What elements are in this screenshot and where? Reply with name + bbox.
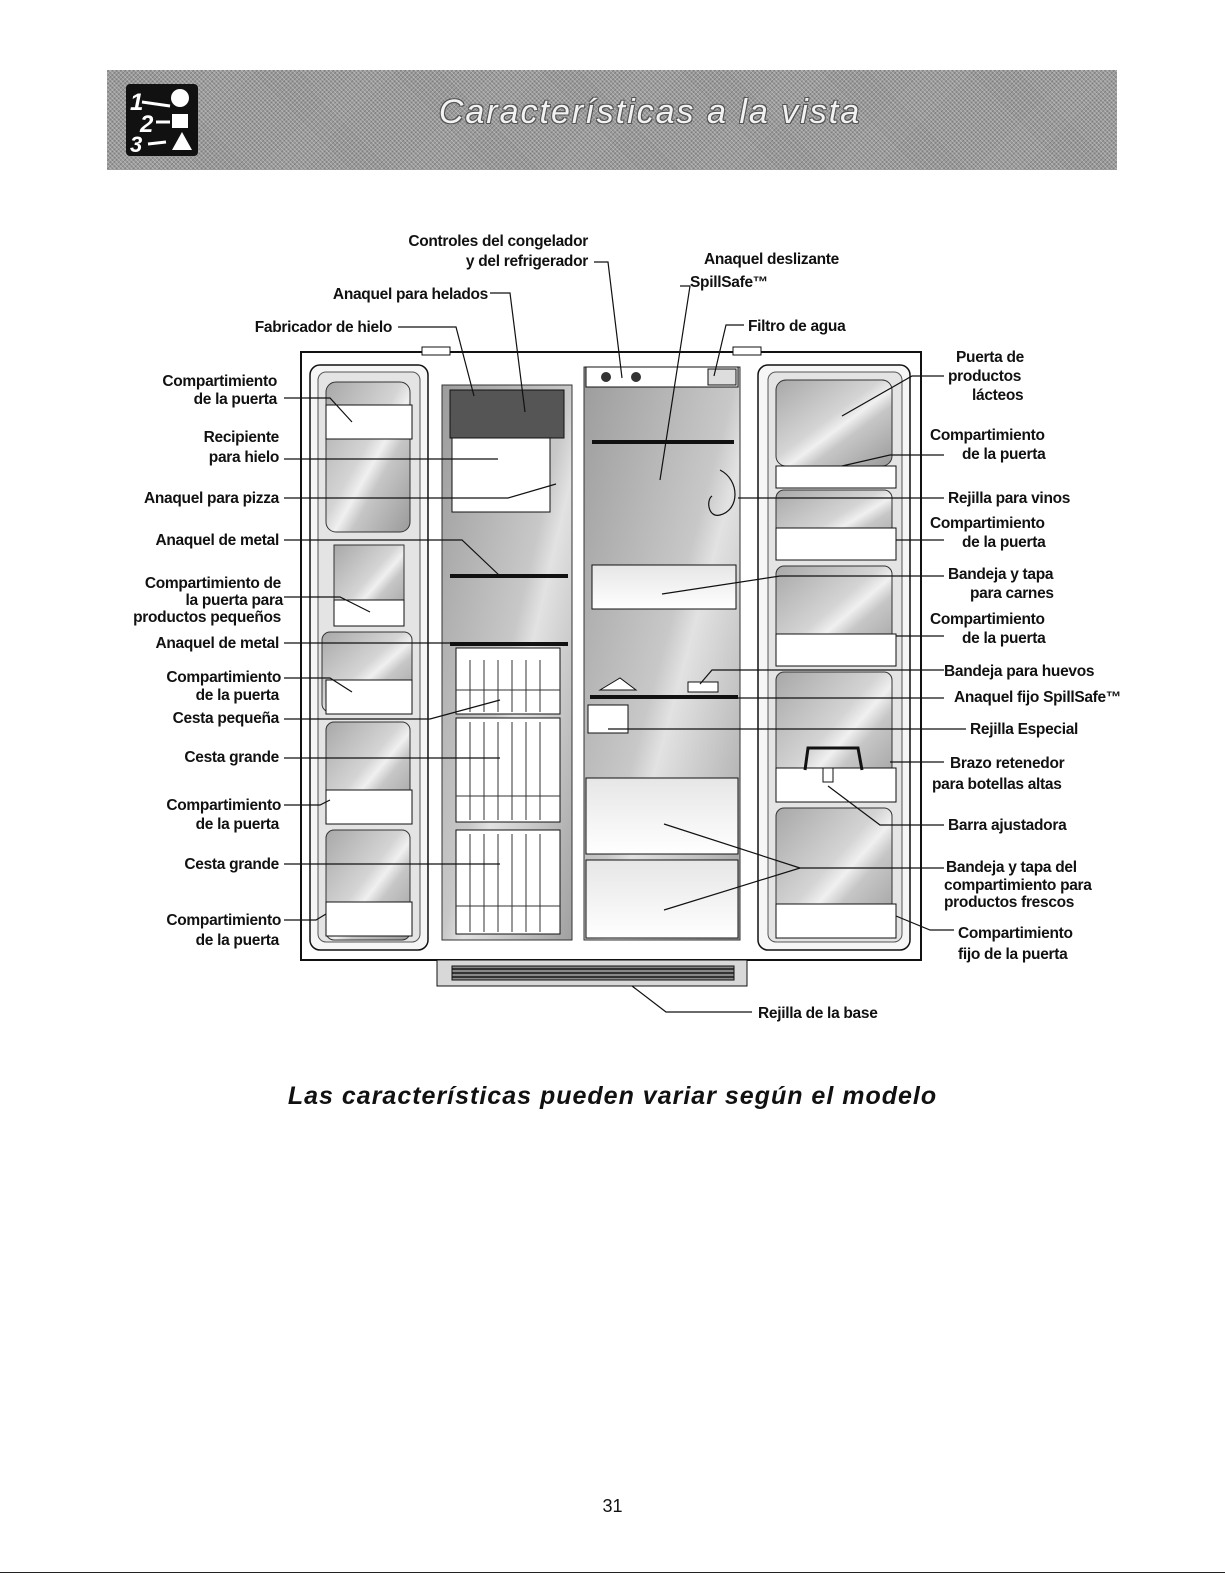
label-large-basket-1: Cesta grande: [184, 749, 279, 766]
label-freezer-controls-2: y del refrigerador: [466, 253, 588, 270]
label-crisper-3: productos frescos: [944, 894, 1074, 911]
label-ice-cream-shelf: Anaquel para helados: [333, 286, 488, 303]
refrigerator-features-diagram: Controles del congelador y del refrigera…: [133, 233, 1121, 1022]
label-small-basket: Cesta pequeña: [173, 710, 280, 727]
label-door-bin-4a: Compartimiento: [166, 912, 281, 929]
label-dairy-door-1: Puerta de: [956, 349, 1025, 366]
label-meat-tray-1: Bandeja y tapa: [948, 566, 1054, 583]
label-door-bin-2b: de la puerta: [196, 687, 280, 704]
label-fixed-shelf: Anaquel fijo SpillSafe™: [954, 689, 1121, 706]
label-meat-tray-2: para carnes: [970, 585, 1054, 602]
numbered-steps-logo-icon: 1 2 3: [126, 84, 198, 157]
label-sliding-shelf-1: Anaquel deslizante: [704, 251, 840, 268]
label-r-door-bin-3b: de la puerta: [962, 630, 1046, 647]
leader-lines: [284, 261, 966, 1013]
label-metal-shelf-2: Anaquel de metal: [155, 635, 279, 652]
page-number: 31: [602, 1496, 623, 1516]
label-water-filter: Filtro de agua: [748, 318, 846, 335]
label-r-door-bin-1b: de la puerta: [962, 446, 1046, 463]
label-dairy-door-3: lácteos: [972, 387, 1023, 404]
label-tall-bottle-arm-2: para botellas altas: [932, 776, 1062, 793]
label-door-bin-3a: Compartimiento: [166, 797, 281, 814]
label-fixed-door-bin-1: Compartimiento: [958, 925, 1073, 942]
models-may-vary-caption: Las características pueden variar según …: [287, 1082, 938, 1110]
svg-text:3: 3: [130, 132, 142, 156]
label-metal-shelf-1: Anaquel de metal: [155, 532, 279, 549]
label-crisper-1: Bandeja y tapa del: [946, 859, 1077, 876]
svg-text:2: 2: [139, 111, 154, 138]
label-special-rack: Rejilla Especial: [970, 721, 1078, 738]
label-r-door-bin-3a: Compartimiento: [930, 611, 1045, 628]
header-banner: [107, 70, 1117, 170]
page-title: Características a la vista: [438, 93, 862, 131]
label-base-grille: Rejilla de la base: [758, 1005, 878, 1022]
label-ice-bin-1: Recipiente: [204, 429, 280, 446]
label-ice-bin-2: para hielo: [209, 449, 279, 466]
label-small-items-1: Compartimiento de: [145, 575, 282, 592]
label-fixed-door-bin-2: fijo de la puerta: [958, 946, 1068, 963]
label-door-bin-2a: Compartimiento: [166, 669, 281, 686]
label-pizza-shelf: Anaquel para pizza: [144, 490, 280, 507]
label-egg-tray: Bandeja para huevos: [944, 663, 1094, 680]
callout-labels: Controles del congelador y del refrigera…: [133, 233, 1121, 1022]
label-sliding-shelf-2: SpillSafe™: [690, 274, 768, 291]
label-crisper-2: compartimiento para: [944, 877, 1092, 894]
label-door-bin-4b: de la puerta: [196, 932, 280, 949]
label-door-bin-1a: Compartimiento: [162, 373, 277, 390]
bottom-rule: [0, 1572, 1225, 1573]
label-dairy-door-2: productos: [948, 368, 1021, 385]
label-adjust-bar: Barra ajustadora: [948, 817, 1067, 834]
label-small-items-2: la puerta para: [186, 592, 284, 609]
label-freezer-controls-1: Controles del congelador: [408, 233, 588, 250]
label-door-bin-3b: de la puerta: [196, 816, 280, 833]
label-r-door-bin-2b: de la puerta: [962, 534, 1046, 551]
label-wine-rack: Rejilla para vinos: [948, 490, 1070, 507]
label-door-bin-1b: de la puerta: [194, 391, 278, 408]
label-tall-bottle-arm-1: Brazo retenedor: [950, 755, 1065, 772]
refrigerator-illustration: [300, 346, 922, 987]
label-r-door-bin-1a: Compartimiento: [930, 427, 1045, 444]
label-ice-maker: Fabricador de hielo: [255, 319, 392, 336]
label-small-items-3: productos pequeños: [133, 609, 281, 626]
svg-text:1: 1: [130, 89, 143, 116]
label-r-door-bin-2a: Compartimiento: [930, 515, 1045, 532]
label-large-basket-2: Cesta grande: [184, 856, 279, 873]
